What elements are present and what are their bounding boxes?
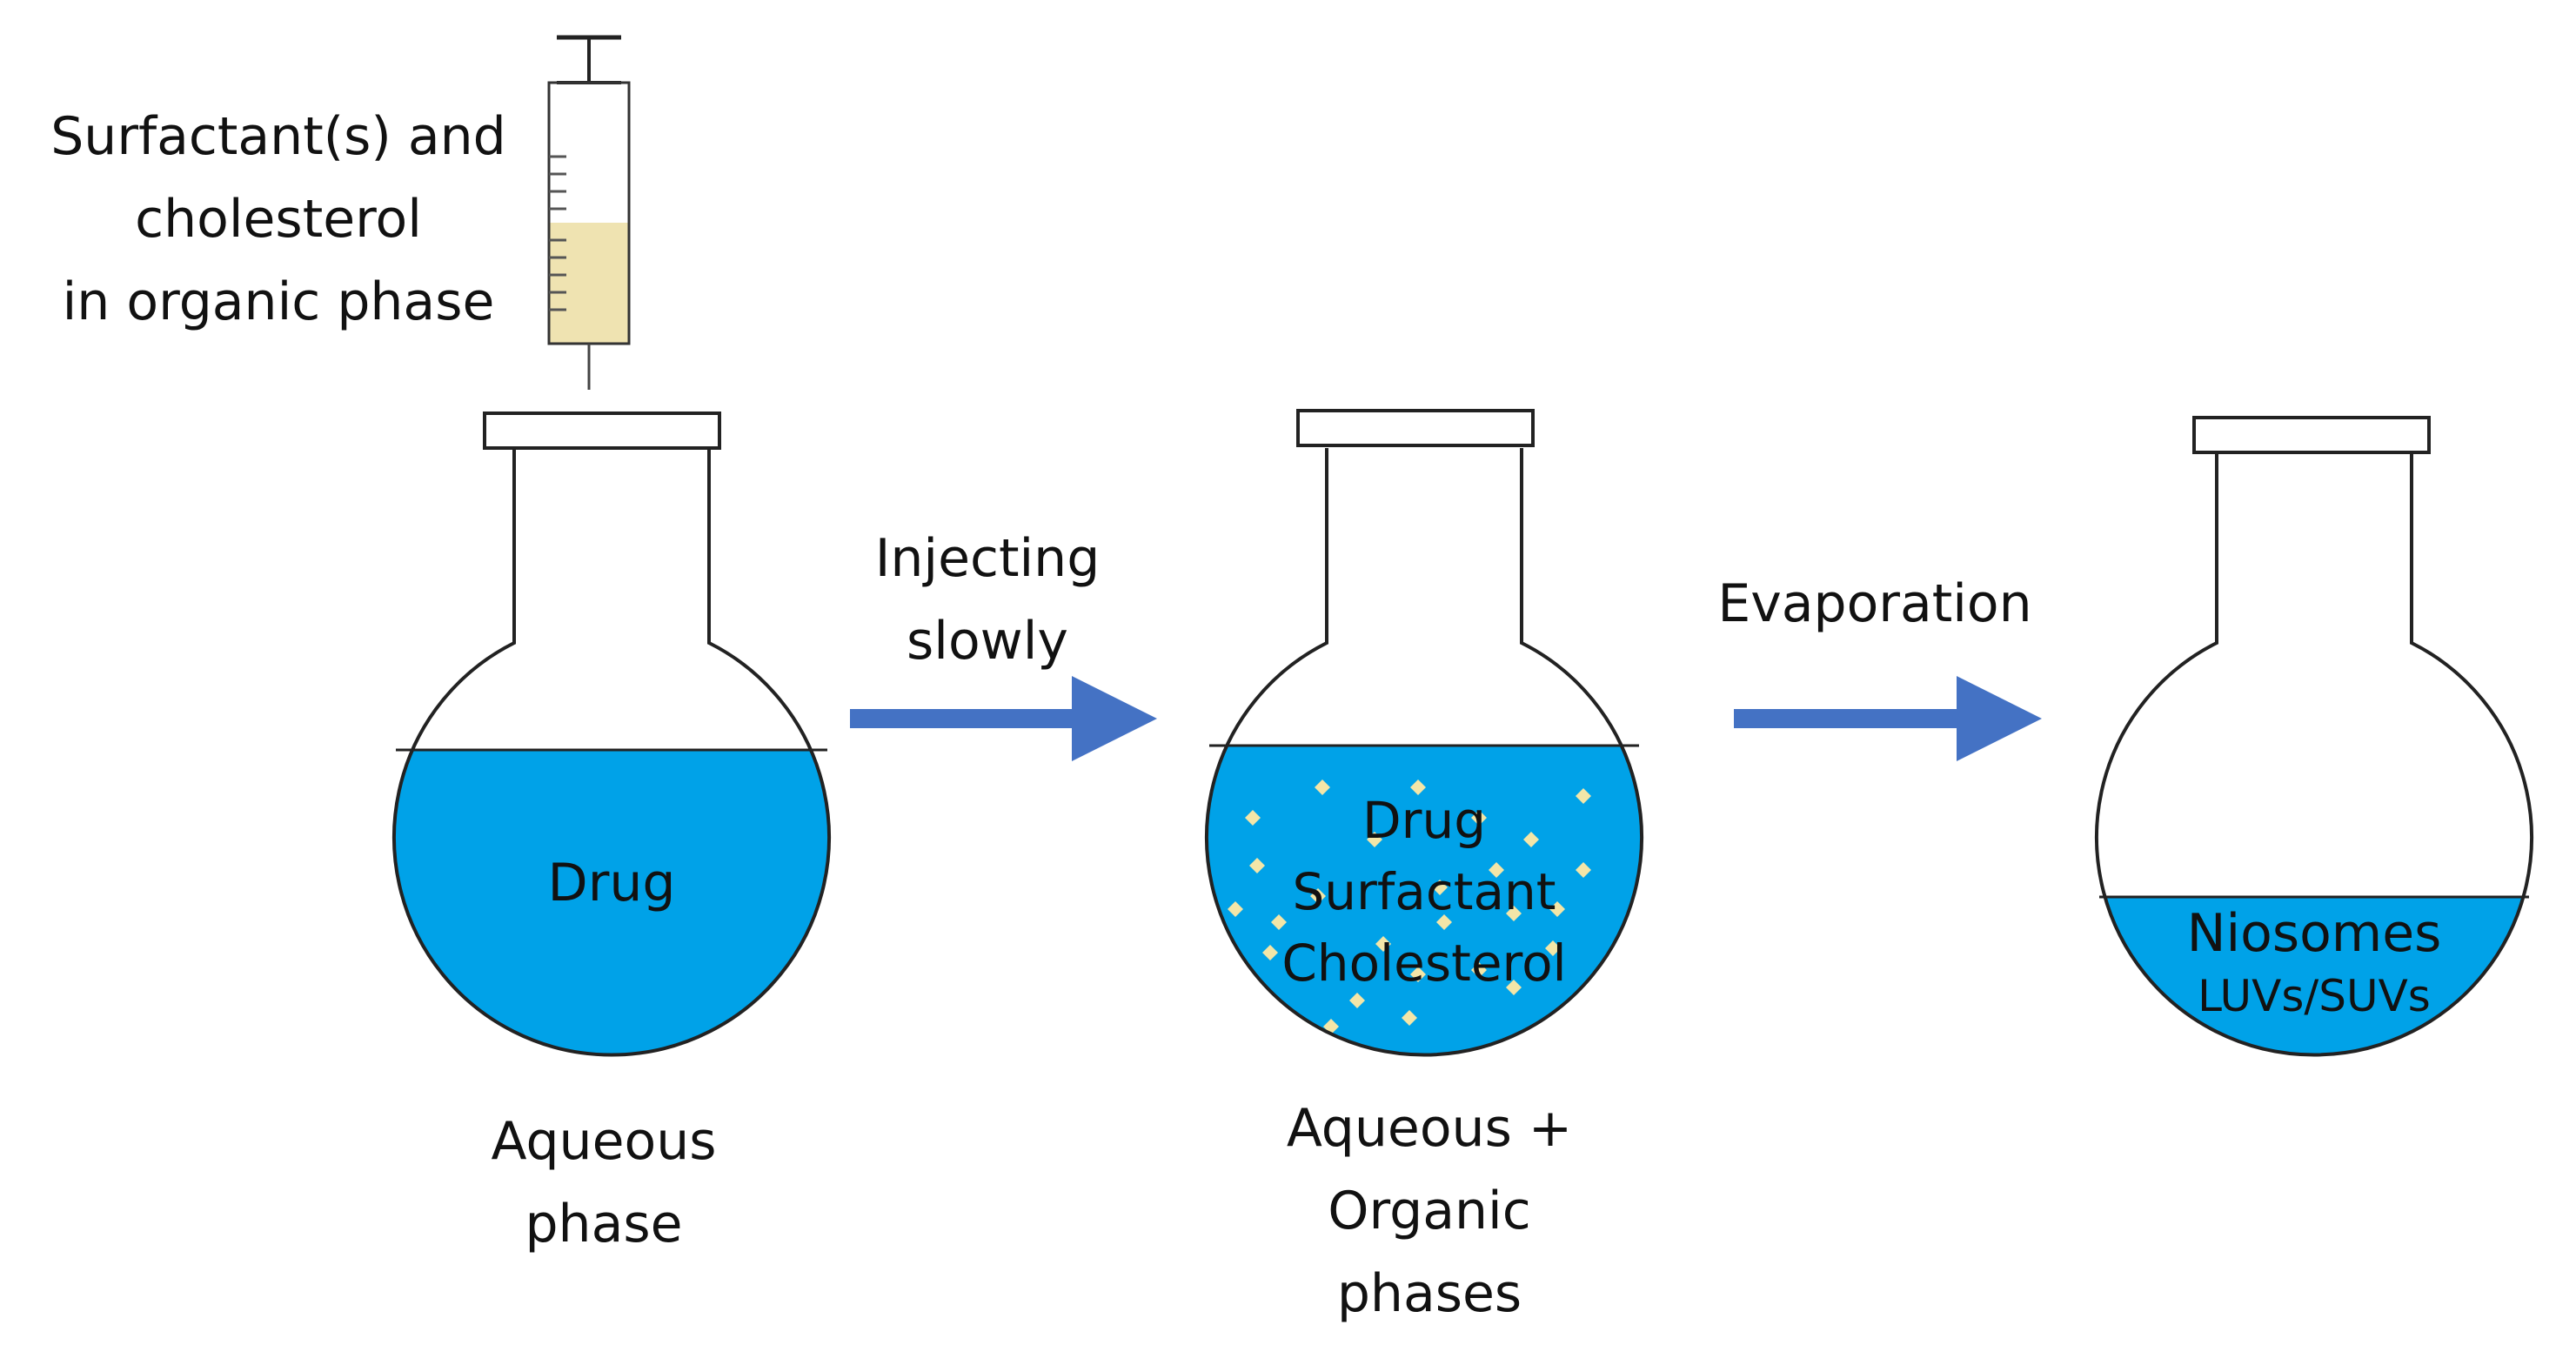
particle — [1471, 962, 1487, 978]
particle — [1375, 936, 1391, 952]
flask2-inner-line-1: Drug — [1362, 791, 1487, 850]
flask1-caption-line-1: Aqueous — [491, 1111, 717, 1172]
particle — [1545, 940, 1561, 956]
particle — [1471, 810, 1487, 826]
arrow1-label-line-1: Injecting — [874, 528, 1101, 589]
syringe — [547, 35, 631, 390]
particle — [1576, 788, 1591, 804]
flask2-caption-line-2: Organic — [1328, 1181, 1531, 1241]
syringe-graduations — [549, 155, 566, 311]
arrow1-label: Injecting slowly — [813, 518, 1161, 683]
particle — [1432, 880, 1448, 895]
flask2-inner-line-2: Surfactant — [1292, 862, 1556, 921]
flask2-caption-line-3: phases — [1336, 1263, 1522, 1324]
arrow-injecting — [850, 676, 1157, 761]
particle — [1436, 914, 1452, 930]
particle — [1489, 862, 1504, 878]
flask1-inner-label: Drug — [547, 853, 676, 913]
flask1-caption: Aqueous phase — [430, 1101, 778, 1266]
flask1-stopper — [483, 412, 721, 450]
particle — [1228, 901, 1243, 917]
particle — [1315, 780, 1330, 795]
flask2-caption: Aqueous + Organic phases — [1247, 1087, 1612, 1335]
particle — [1549, 901, 1565, 917]
flask1-body — [392, 448, 831, 1057]
particle — [1410, 967, 1426, 982]
syringe-label-line-3: in organic phase — [62, 271, 495, 332]
particle — [1249, 858, 1265, 873]
flask2-body — [1205, 448, 1643, 1057]
particle — [1271, 914, 1287, 930]
flask2-inner-line-3: Cholesterol — [1281, 933, 1567, 993]
particle — [1523, 832, 1539, 847]
syringe-label-line-1: Surfactant(s) and — [50, 106, 506, 167]
flask3-inner-line-1: Niosomes — [2186, 903, 2442, 964]
flask2-inner-label: Drug Surfactant Cholesterol — [1241, 785, 1607, 999]
flask-aqueous — [392, 412, 831, 1057]
arrow1-label-line-2: slowly — [907, 611, 1068, 672]
particle — [1576, 862, 1591, 878]
syringe-label-line-2: cholesterol — [135, 189, 422, 250]
particle — [1349, 993, 1365, 1008]
particle — [1245, 810, 1261, 826]
particle — [1402, 1010, 1417, 1026]
flask3-stopper — [2192, 416, 2431, 454]
arrow2-label: Evaporation — [1717, 573, 2032, 634]
flask-niosomes — [2095, 416, 2533, 1057]
syringe-label: Surfactant(s) and cholesterol in organic… — [17, 96, 539, 344]
flask1-liquid — [394, 750, 829, 1054]
flask2-stopper — [1296, 409, 1535, 447]
flask2-caption-line-1: Aqueous + — [1286, 1098, 1573, 1159]
particle — [1262, 945, 1278, 960]
syringe-organic-fill — [549, 223, 629, 344]
particle — [1506, 980, 1522, 995]
particle — [1367, 832, 1382, 847]
flask3-inner-line-2: LUVs/SUVs — [2198, 971, 2431, 1021]
flask3-inner-label: Niosomes LUVs/SUVs — [2136, 899, 2492, 1024]
particle — [1310, 888, 1326, 904]
flask1-caption-line-2: phase — [525, 1194, 683, 1255]
particle — [1506, 906, 1522, 921]
particle — [1410, 780, 1426, 795]
flask3-body — [2095, 452, 2533, 1057]
arrow-evaporation — [1734, 676, 2042, 761]
